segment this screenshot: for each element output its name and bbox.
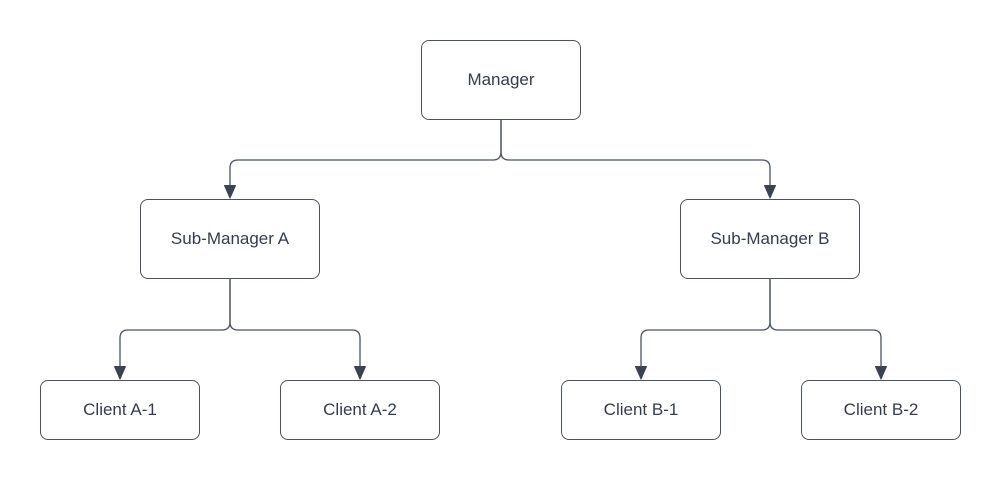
edge-sub-manager-a-to-client-a1 bbox=[114, 279, 231, 380]
node-client-b1[interactable]: Client B-1 bbox=[561, 380, 721, 440]
node-manager[interactable]: Manager bbox=[421, 40, 581, 120]
node-sub-manager-a-label: Sub-Manager A bbox=[170, 229, 290, 248]
node-client-b2-label: Client B-2 bbox=[843, 400, 919, 419]
node-client-a2[interactable]: Client A-2 bbox=[280, 380, 440, 440]
edge-sub-manager-b-to-client-b1 bbox=[635, 279, 771, 380]
node-client-b1-label: Client B-1 bbox=[603, 400, 679, 419]
node-sub-manager-b-label: Sub-Manager B bbox=[710, 229, 830, 248]
edge-sub-manager-a-to-client-a2 bbox=[229, 279, 366, 380]
edge-manager-to-sub-manager-a bbox=[224, 120, 502, 199]
node-sub-manager-b[interactable]: Sub-Manager B bbox=[680, 199, 860, 279]
edge-manager-to-sub-manager-b bbox=[500, 120, 776, 199]
edge-sub-manager-b-to-client-b2 bbox=[769, 279, 887, 380]
node-client-a2-label: Client A-2 bbox=[323, 400, 397, 419]
node-client-a1-label: Client A-1 bbox=[83, 400, 157, 419]
node-client-b2[interactable]: Client B-2 bbox=[801, 380, 961, 440]
node-sub-manager-a[interactable]: Sub-Manager A bbox=[140, 199, 320, 279]
node-manager-label: Manager bbox=[467, 70, 535, 89]
node-client-a1[interactable]: Client A-1 bbox=[40, 380, 200, 440]
